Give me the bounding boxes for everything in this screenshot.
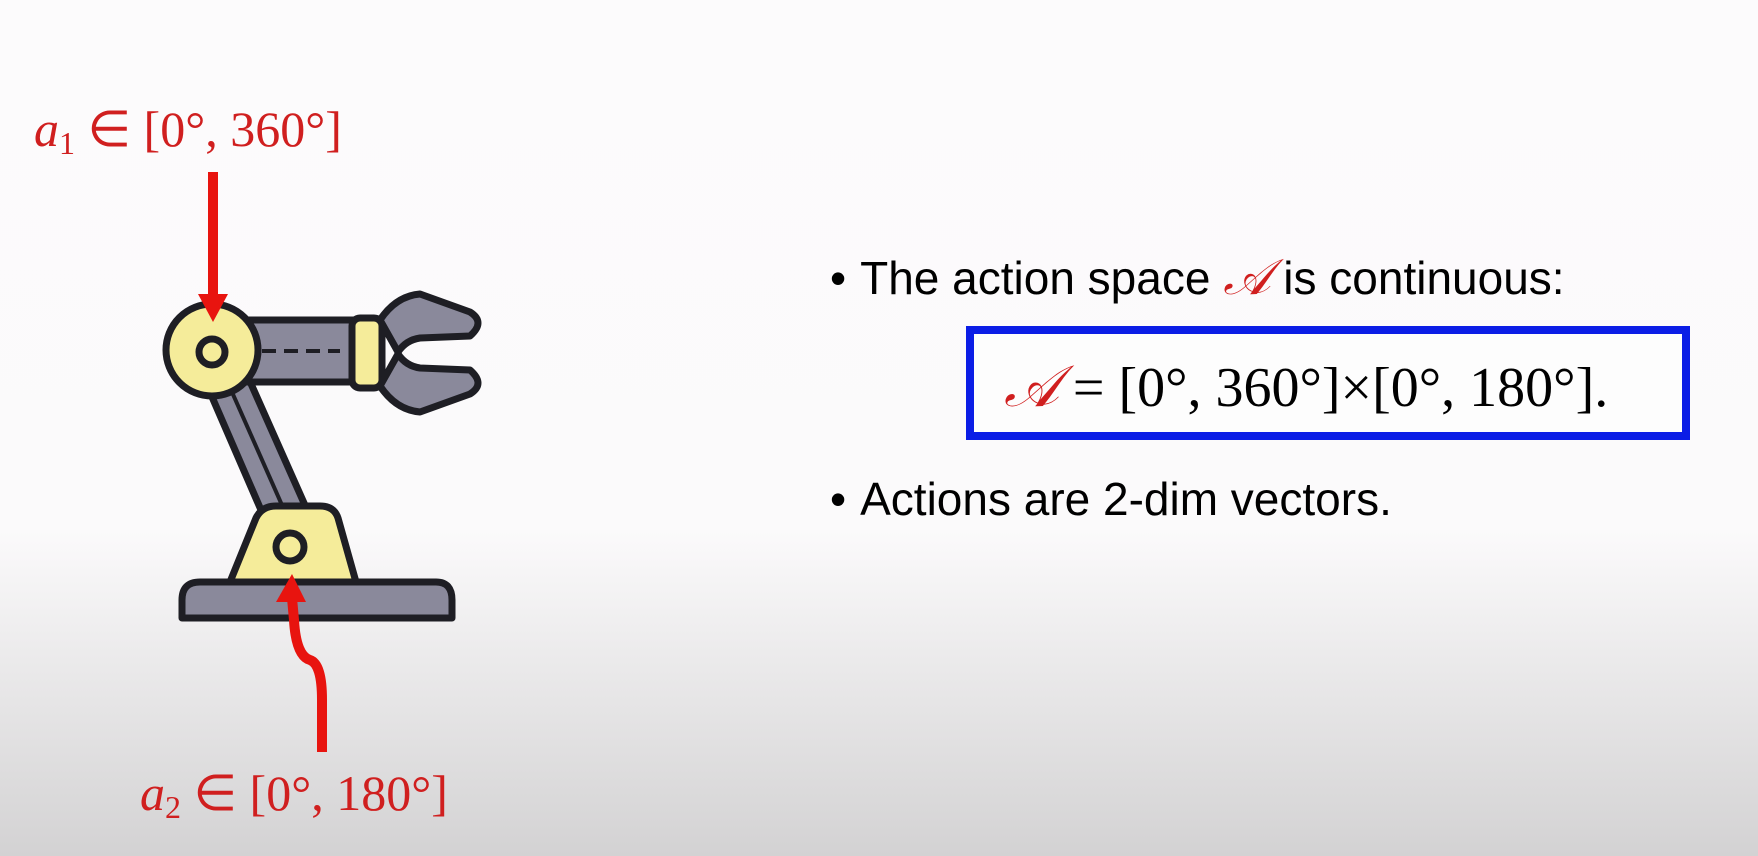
arrow-up-icon bbox=[276, 574, 327, 752]
formula-box: 𝒜 = [0°, 360°]×[0°, 180°]. bbox=[966, 326, 1690, 440]
a1-subscript: 1 bbox=[59, 125, 75, 161]
a1-range: ∈ [0°, 360°] bbox=[75, 101, 342, 157]
a2-variable: a bbox=[140, 765, 165, 821]
gripper-jaw-top bbox=[376, 290, 482, 356]
formula-symbol: 𝒜 bbox=[1004, 352, 1059, 420]
a1-range-label: a1 ∈ [0°, 360°] bbox=[34, 100, 342, 161]
a1-variable: a bbox=[34, 101, 59, 157]
bullet-1-text-after: is continuous: bbox=[1270, 252, 1565, 304]
action-space-symbol: 𝒜 bbox=[1223, 248, 1271, 306]
arrow-down-icon bbox=[198, 172, 228, 322]
bullet-symbol: • bbox=[830, 473, 847, 525]
bullet-1-text-before: The action space bbox=[860, 252, 1224, 304]
shoulder-joint-inner bbox=[195, 335, 229, 369]
a2-subscript: 2 bbox=[165, 789, 181, 825]
robot-base bbox=[178, 578, 456, 622]
lower-joint bbox=[272, 529, 308, 565]
gripper-mount bbox=[348, 314, 386, 392]
gripper-jaw-bottom bbox=[376, 350, 482, 416]
robot-arm-icon bbox=[162, 290, 482, 622]
action-space-formula: 𝒜 = [0°, 360°]×[0°, 180°]. bbox=[1004, 352, 1608, 421]
a2-range-label: a2 ∈ [0°, 180°] bbox=[140, 764, 448, 825]
a2-range: ∈ [0°, 180°] bbox=[181, 765, 448, 821]
bullet-2-text: Actions are 2-dim vectors. bbox=[860, 473, 1392, 525]
bullet-symbol: • bbox=[830, 252, 847, 304]
formula-body: = [0°, 360°]×[0°, 180°]. bbox=[1058, 357, 1609, 419]
bullet-actions-2dim: •Actions are 2-dim vectors. bbox=[830, 472, 1392, 526]
bullet-action-space-continuous: •The action space 𝒜 is continuous: bbox=[830, 248, 1565, 307]
